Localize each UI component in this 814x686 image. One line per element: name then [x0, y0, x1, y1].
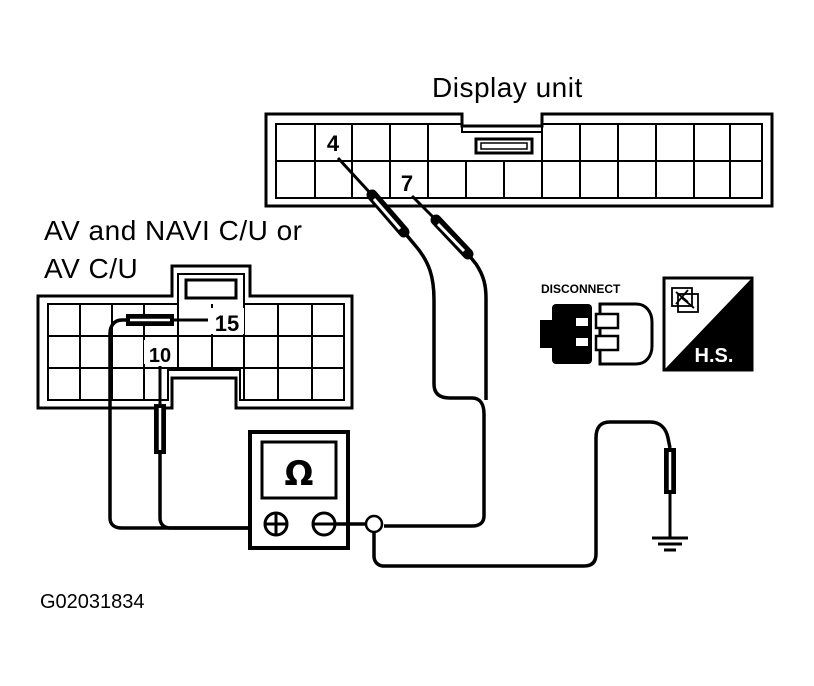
svg-text:DISCONNECT: DISCONNECT [541, 282, 621, 296]
svg-text:4: 4 [327, 131, 340, 156]
ohmmeter-icon: Ω [248, 430, 350, 550]
junction-dot [364, 514, 384, 534]
probe-av-pin-b [154, 366, 270, 530]
svg-text:15: 15 [215, 311, 239, 336]
svg-text:7: 7 [401, 171, 413, 196]
pin-label-av-b: 10 [144, 340, 176, 367]
pin-label-av-a: 15 [210, 308, 244, 336]
svg-text:H.S.: H.S. [695, 345, 734, 367]
probe-display-pin-a [336, 156, 486, 528]
display-unit-connector [264, 112, 774, 208]
pin-label-display-a: 4 [322, 130, 344, 156]
probe-display-pin-b [410, 194, 488, 400]
figure-code: G02031834 [40, 591, 145, 613]
ground-lead [372, 420, 676, 568]
disconnect-connector-icon: DISCONNECT [540, 282, 654, 366]
svg-text:10: 10 [149, 345, 171, 367]
harness-side-icon: H.S. [662, 276, 754, 372]
av-unit-label-line2: AV C/U [44, 253, 139, 284]
av-unit-connector [36, 264, 354, 410]
probe-av-pin-a [108, 314, 270, 530]
ground-icon [652, 530, 688, 552]
svg-text:Ω: Ω [285, 454, 314, 494]
pin-label-display-b: 7 [396, 168, 418, 196]
display-unit-label: Display unit [432, 72, 583, 103]
av-unit-label-line1: AV and NAVI C/U or [44, 215, 303, 246]
